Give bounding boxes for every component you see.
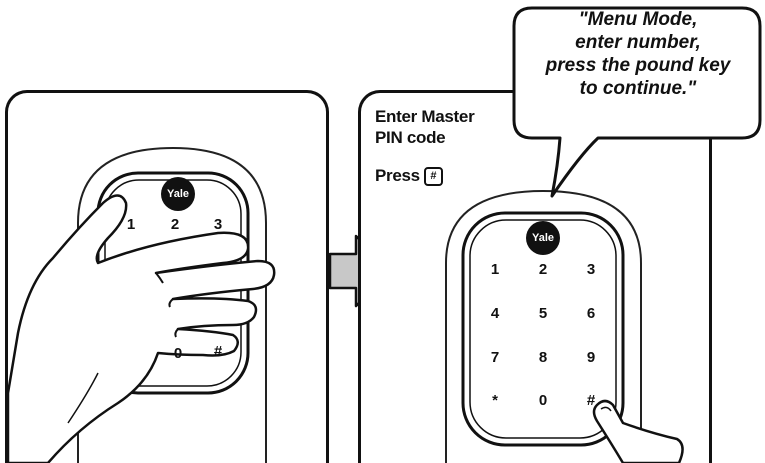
left-lock-illustration: [8, 146, 276, 463]
keypad-key-2[interactable]: 2: [538, 261, 548, 278]
bubble-line-2: enter number,: [575, 32, 701, 53]
press-label: Press: [375, 166, 420, 185]
left-panel-wake-keypad: Yale 1 2 3 0 #: [5, 90, 329, 463]
bubble-line-1: "Menu Mode,: [578, 9, 698, 30]
keypad-key-0[interactable]: 0: [538, 392, 548, 409]
keypad-key-7[interactable]: 7: [490, 349, 500, 366]
keypad-key-4[interactable]: 4: [490, 305, 500, 322]
keypad-key-8[interactable]: 8: [538, 349, 548, 366]
keypad-key-1[interactable]: 1: [490, 261, 500, 278]
instruction-press: Press#: [375, 165, 443, 187]
right-panel-enter-pin: Enter Master PIN code Press# Yale 1 2 3 …: [358, 90, 712, 463]
left-key-2: 2: [170, 216, 180, 233]
bubble-line-4: to continue.": [579, 78, 697, 99]
left-key-1: 1: [126, 216, 136, 233]
keypad-key-9[interactable]: 9: [586, 349, 596, 366]
keypad-key-3[interactable]: 3: [586, 261, 596, 278]
left-key-pound: #: [213, 343, 223, 360]
speech-bubble-text: "Menu Mode, enter number, press the poun…: [522, 8, 754, 100]
pound-keycap-icon: #: [423, 167, 443, 187]
bubble-line-3: press the pound key: [545, 55, 731, 76]
yale-logo-right: Yale: [526, 221, 560, 255]
keypad-key-6[interactable]: 6: [586, 305, 596, 322]
left-key-0: 0: [173, 345, 183, 362]
keypad-key-5[interactable]: 5: [538, 305, 548, 322]
left-key-3: 3: [213, 216, 223, 233]
instruction-line-2: PIN code: [375, 128, 446, 147]
keypad-key-pound[interactable]: #: [586, 392, 596, 409]
yale-logo-left: Yale: [161, 177, 195, 211]
right-lock-illustration: [445, 189, 684, 463]
keypad-key-star[interactable]: *: [492, 392, 498, 409]
instruction-line-1: Enter Master: [375, 107, 475, 126]
